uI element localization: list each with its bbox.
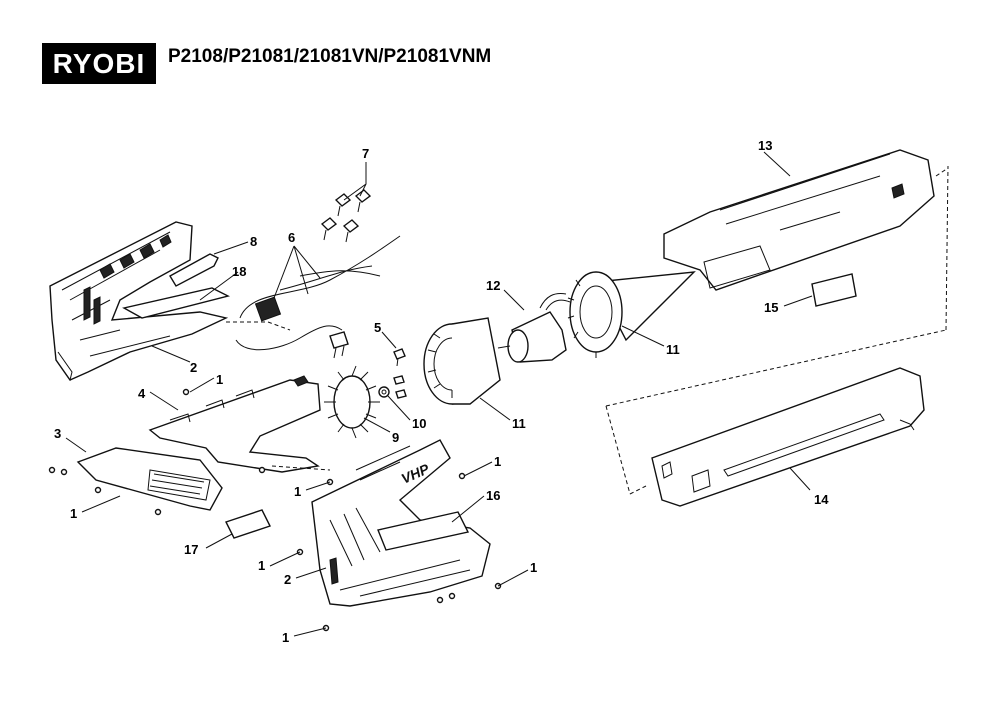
callout-9: 9 — [392, 430, 399, 445]
left-housing-part-2 — [49, 221, 229, 382]
switch-part-8 — [169, 253, 219, 287]
callout-16: 16 — [486, 488, 500, 503]
callout-3: 3 — [54, 426, 61, 441]
callout-2-upper: 2 — [190, 360, 197, 375]
callout-10: 10 — [412, 416, 426, 431]
label-part-17 — [225, 509, 271, 539]
callout-13: 13 — [758, 138, 772, 153]
callout-1-a: 1 — [216, 372, 223, 387]
callout-14: 14 — [814, 492, 829, 507]
screw-part-5 — [393, 348, 406, 367]
callout-1-f: 1 — [530, 560, 537, 575]
callout-1-b: 1 — [70, 506, 77, 521]
callout-12: 12 — [486, 278, 500, 293]
label-part-15 — [811, 273, 857, 307]
motor-cover-part-11-rear — [567, 271, 696, 358]
callout-labels: 7 8 6 18 2 5 12 13 15 11 11 10 9 4 1 3 1… — [54, 138, 829, 645]
model-numbers-title: P2108/P21081/21081VN/P21081VNM — [168, 46, 492, 67]
callout-5: 5 — [374, 320, 381, 335]
callout-1-g: 1 — [282, 630, 289, 645]
fan-part-9 — [324, 365, 380, 439]
nozzle-lower-part-14 — [651, 367, 925, 507]
cover-part-3 — [76, 447, 223, 511]
callout-1-d: 1 — [494, 454, 501, 469]
callout-18: 18 — [232, 264, 246, 279]
callout-7: 7 — [362, 146, 369, 161]
callout-8: 8 — [250, 234, 257, 249]
alignment-dash-13 — [935, 167, 949, 177]
callout-11-rear: 11 — [666, 342, 680, 357]
nut-washer-part-10 — [378, 375, 407, 399]
screws-part-7 — [320, 189, 372, 243]
callout-1-c: 1 — [294, 484, 301, 499]
motor-mount-part-11-front — [423, 317, 501, 405]
screws-part-1 — [48, 388, 502, 632]
callout-4: 4 — [138, 386, 146, 401]
label-part-16 — [377, 511, 470, 551]
leader-lines — [65, 151, 813, 637]
callout-6: 6 — [288, 230, 295, 245]
callout-17: 17 — [184, 542, 198, 557]
callout-15: 15 — [764, 300, 778, 315]
callout-11-front: 11 — [512, 416, 526, 431]
motor-part-12 — [497, 293, 571, 363]
callout-1-e: 1 — [258, 558, 265, 573]
wire-harness-part-6 — [235, 235, 401, 359]
nozzle-upper-part-13 — [663, 149, 935, 291]
callout-2-lower: 2 — [284, 572, 291, 587]
ryobi-logo: RYOBI — [42, 43, 156, 84]
label-part-18 — [122, 287, 230, 319]
duct-part-4 — [148, 375, 321, 473]
assembly-dashed-lines — [226, 165, 949, 495]
